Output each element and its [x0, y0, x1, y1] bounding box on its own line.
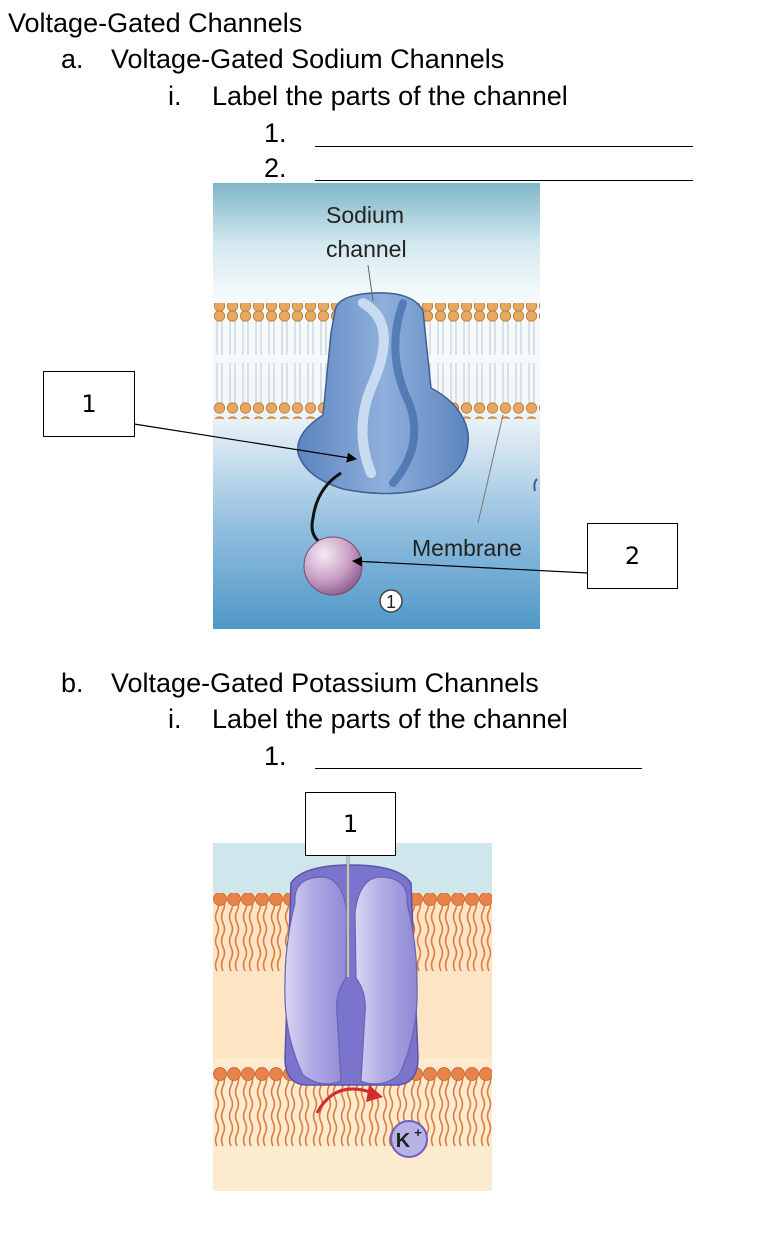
section-b-answer-line-1[interactable]	[315, 768, 642, 769]
sodium-channel-label-line1: Sodium	[326, 202, 404, 228]
section-a-title: Voltage-Gated Sodium Channels	[111, 44, 505, 74]
circled-number: 1	[386, 592, 396, 612]
section-b-blank-number-1: 1.	[264, 741, 287, 771]
potassium-channel-figure: K +	[213, 843, 492, 1191]
section-a-blank-number-1: 1.	[264, 118, 287, 148]
sodium-channel-label-line2: channel	[326, 236, 407, 262]
potassium-label-box-1[interactable]: 1	[305, 792, 396, 856]
section-a-instruction: Label the parts of the channel	[212, 81, 568, 111]
section-b-instruction: Label the parts of the channel	[212, 704, 568, 734]
sodium-label-box-2[interactable]: 2	[587, 523, 678, 589]
section-a-marker: a.	[61, 44, 84, 74]
section-a-answer-line-2[interactable]	[315, 180, 693, 181]
potassium-ion-charge: +	[414, 1125, 422, 1140]
section-a-answer-line-1[interactable]	[315, 146, 693, 147]
sodium-label-box-1[interactable]: 1	[43, 371, 135, 437]
section-a-blank-number-2: 2.	[264, 153, 287, 183]
section-b-sub-marker: i.	[168, 704, 182, 734]
section-b-title: Voltage-Gated Potassium Channels	[111, 668, 539, 698]
section-b-marker: b.	[61, 668, 84, 698]
sodium-channel-figure: 1 Sodium channel Membrane	[213, 183, 540, 629]
membrane-label: Membrane	[412, 535, 522, 561]
section-a-sub-marker: i.	[168, 81, 182, 111]
potassium-ion-label: K	[396, 1130, 411, 1152]
page-heading: Voltage-Gated Channels	[8, 8, 303, 38]
